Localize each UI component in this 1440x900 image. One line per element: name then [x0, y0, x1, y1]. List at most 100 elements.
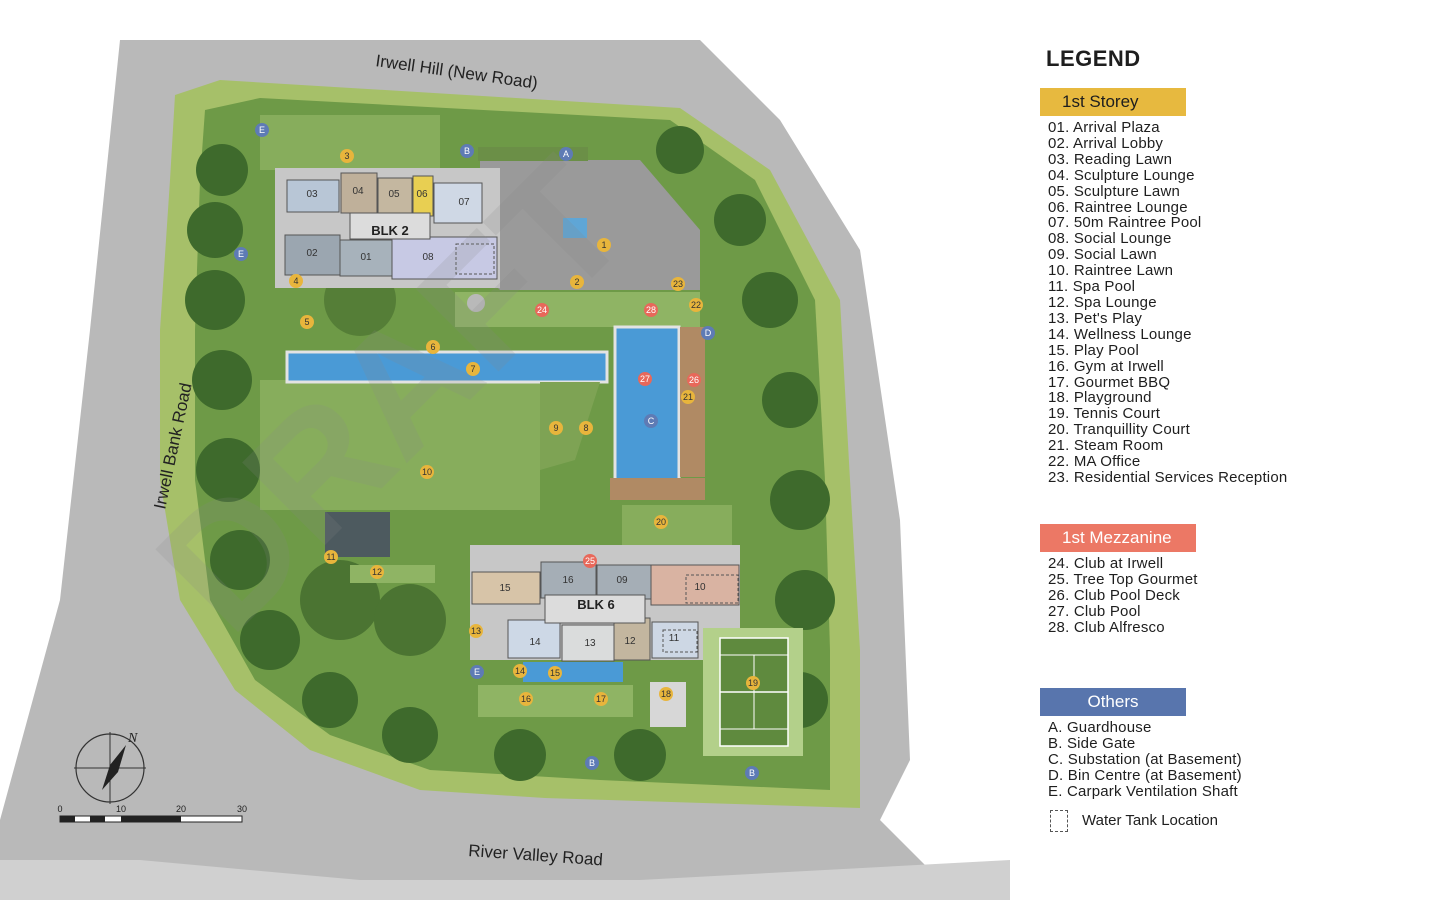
- amenity-marker: 8: [579, 421, 593, 435]
- amenity-marker: 2: [570, 275, 584, 289]
- blk2-unit: [340, 172, 378, 214]
- scale-tick-label: 10: [116, 804, 126, 814]
- amenity-marker: 17: [594, 692, 608, 706]
- legend-item: 27. Club Pool: [1048, 602, 1141, 620]
- marker-label: 15: [550, 668, 560, 678]
- unit-label: 15: [499, 583, 511, 594]
- legend-item: E. Carpark Ventilation Shaft: [1048, 782, 1238, 800]
- blk2-label: BLK 2: [371, 223, 409, 238]
- unit-label: 14: [529, 637, 541, 648]
- marker-dot: [644, 303, 658, 317]
- legend-item: 01. Arrival Plaza: [1048, 119, 1160, 136]
- lawn-area: [260, 380, 540, 510]
- amenity-marker: 6: [426, 340, 440, 354]
- amenity-marker: 16: [519, 692, 533, 706]
- marker-dot: [659, 687, 673, 701]
- marker-dot: [701, 326, 715, 340]
- marker-label: 18: [661, 689, 671, 699]
- amenity-marker: E: [470, 665, 484, 679]
- water-tank-legend: Water Tank Location: [1050, 809, 1242, 832]
- marker-dot: [289, 274, 303, 288]
- marker-label: 20: [656, 517, 666, 527]
- legend-item: 13. Pet's Play: [1048, 309, 1143, 327]
- amenity-marker: 11: [324, 550, 338, 564]
- marker-dot: [549, 421, 563, 435]
- marker-label: A: [563, 149, 569, 159]
- club-roof: [455, 292, 700, 327]
- unit-label: 06: [416, 189, 428, 200]
- marker-dot: [234, 247, 248, 261]
- marker-label: 9: [553, 423, 558, 433]
- blk6-unit-labels: 15 16 09 10 14 13 12 11: [499, 575, 706, 649]
- unit-label: 05: [388, 189, 400, 200]
- tranquillity-court: [622, 505, 732, 550]
- marker-dot: [466, 362, 480, 376]
- marker-dot: [745, 766, 759, 780]
- blk2-unit: [377, 177, 413, 214]
- marker-dot: [671, 277, 685, 291]
- marker-label: 22: [691, 300, 701, 310]
- marker-dot: [689, 298, 703, 312]
- amenity-marker: B: [460, 144, 474, 158]
- blk2-unit: [391, 236, 498, 280]
- blk2-unit: [339, 239, 393, 277]
- legend-item: 28. Club Alfresco: [1048, 618, 1165, 636]
- amenity-marker: 7: [466, 362, 480, 376]
- unit-label: 09: [616, 575, 628, 586]
- legend-item: 06. Raintree Lounge: [1048, 198, 1188, 216]
- marker-dot: [426, 340, 440, 354]
- legend-item: 05. Sculpture Lawn: [1048, 182, 1181, 200]
- legend-item: B. Side Gate: [1048, 734, 1136, 752]
- legend-item: 26. Club Pool Deck: [1048, 586, 1181, 604]
- marker-dot: [570, 275, 584, 289]
- marker-label: 28: [646, 305, 656, 315]
- marker-label: E: [238, 249, 244, 259]
- unit-label: 10: [694, 582, 706, 593]
- blk2-unit: [433, 182, 483, 224]
- amenity-marker: 22: [689, 298, 703, 312]
- club-pool: [613, 325, 681, 484]
- site-plan-map: 03 04 05 06 07 02 01 08 BLK 2 15 16 09 1…: [0, 40, 1010, 900]
- amenity-marker: 23: [671, 277, 685, 291]
- legend-item: 11. Spa Pool: [1048, 278, 1136, 296]
- amenity-marker: 25: [583, 554, 597, 568]
- plaza-water-feature: [563, 218, 587, 238]
- legend-item: D. Bin Centre (at Basement): [1048, 766, 1242, 784]
- marker-dot: [597, 238, 611, 252]
- blk6-unit: [596, 564, 653, 600]
- marker-label: 7: [470, 364, 475, 374]
- amenity-marker: 21: [681, 390, 695, 404]
- arrival-plaza: [480, 160, 700, 290]
- unit-label: 08: [422, 252, 434, 263]
- amenity-marker: 27: [638, 372, 652, 386]
- marker-dot: [687, 373, 701, 387]
- amenity-marker: 1: [597, 238, 611, 252]
- marker-dot: [548, 666, 562, 680]
- scale-tick-label: 20: [176, 804, 186, 814]
- legend-item: 23. Residential Services Reception: [1048, 468, 1288, 486]
- marker-label: 25: [585, 556, 595, 566]
- marker-dot: [340, 149, 354, 163]
- water-tank-outline: [685, 574, 739, 604]
- marker-dot: [585, 756, 599, 770]
- marker-dot: [583, 554, 597, 568]
- marker-dot: [559, 147, 573, 161]
- marker-label: 13: [471, 626, 481, 636]
- legend-item: 25. Tree Top Gourmet: [1048, 570, 1198, 588]
- marker-dot: [638, 372, 652, 386]
- marker-label: 19: [748, 678, 758, 688]
- legend-item: 04. Sculpture Lounge: [1048, 166, 1195, 184]
- marker-dot: [594, 692, 608, 706]
- amenity-marker: D: [701, 326, 715, 340]
- pool-deck-bottom: [610, 478, 705, 500]
- legend-heading-others: Others: [1040, 688, 1186, 716]
- marker-dot: [420, 465, 434, 479]
- legend-item: 22. MA Office: [1048, 453, 1141, 471]
- marker-label: 6: [430, 342, 435, 352]
- marker-dot: [644, 414, 658, 428]
- marker-label: 21: [683, 392, 693, 402]
- amenity-marker: 3: [340, 149, 354, 163]
- gym-roof: [478, 685, 633, 717]
- legend-item: 16. Gym at Irwell: [1048, 357, 1164, 375]
